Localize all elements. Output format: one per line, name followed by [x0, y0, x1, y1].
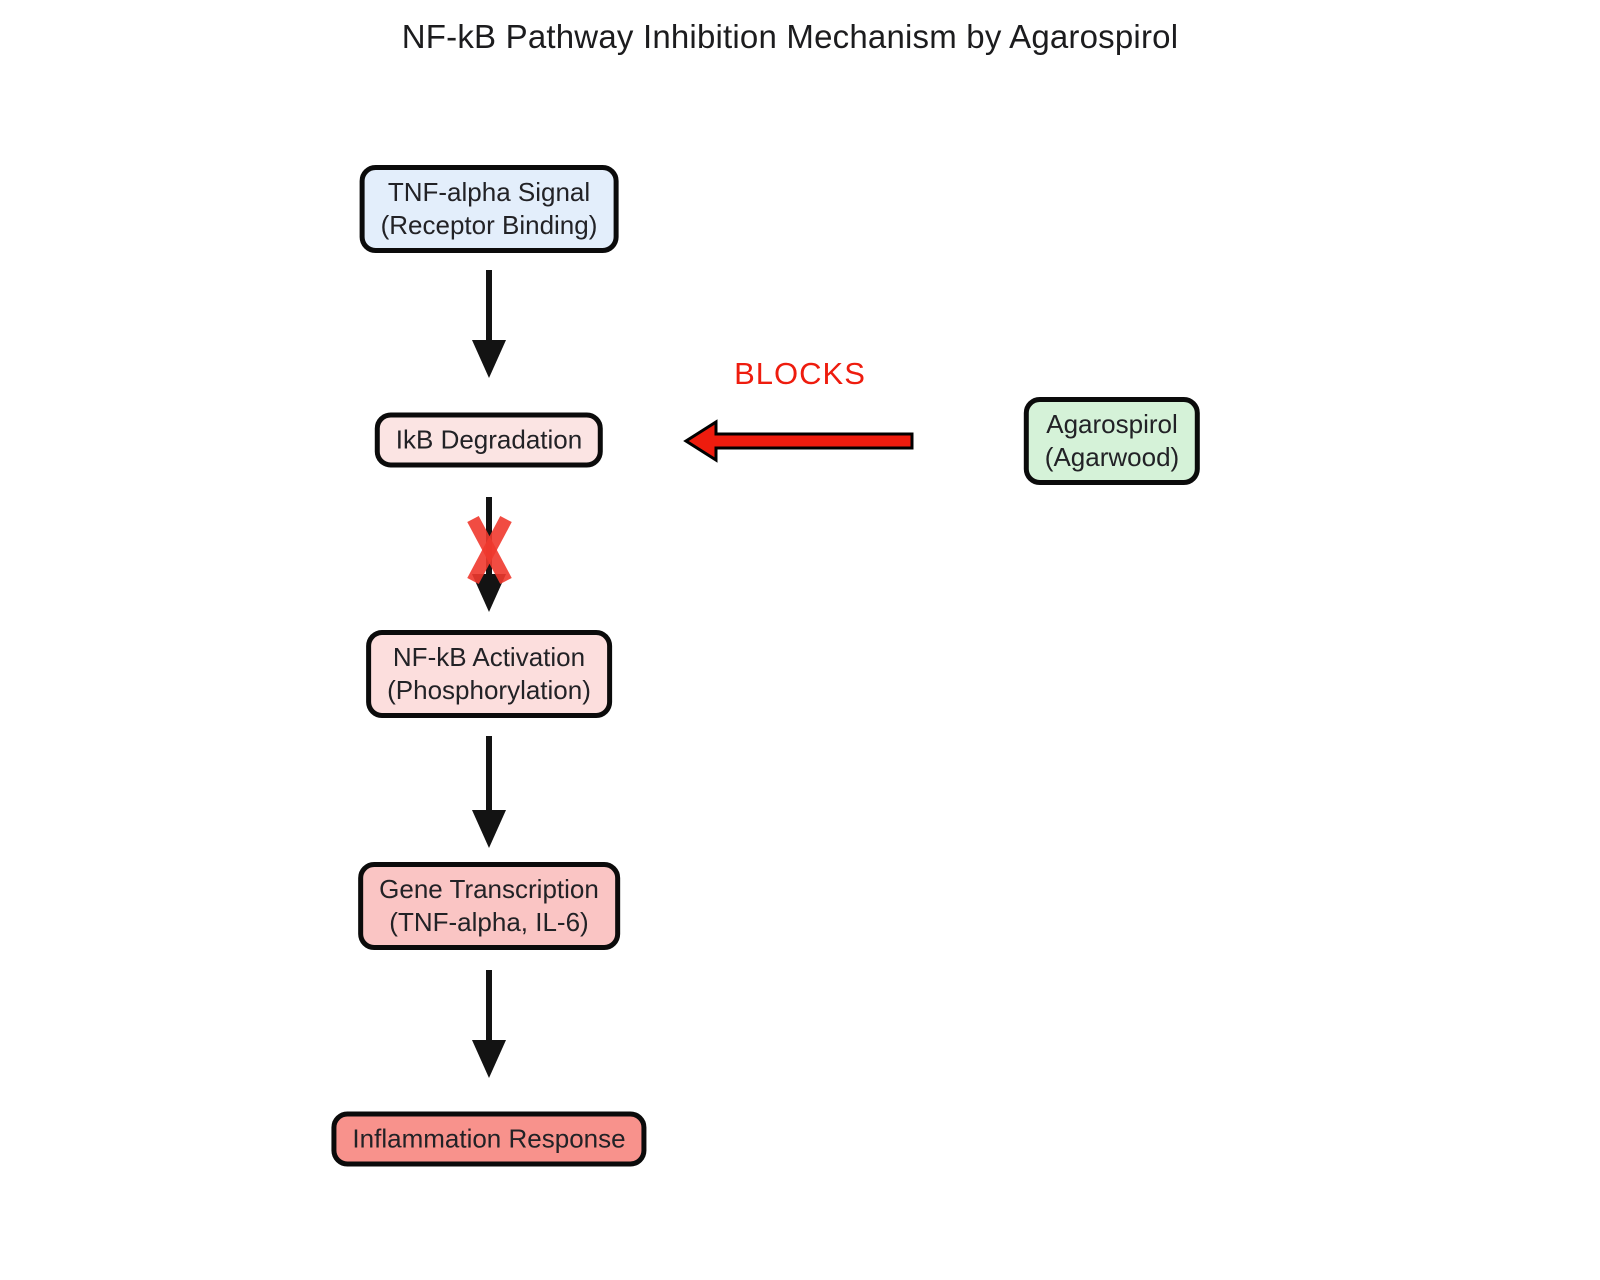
blocks-label: BLOCKS [734, 356, 866, 391]
blocks-arrow-icon [683, 419, 914, 463]
node-nfkb-activation: NF-kB Activation (Phosphorylation) [366, 630, 612, 718]
node-agarospirol: Agarospirol (Agarwood) [1023, 397, 1201, 485]
node-label-line: (Agarwood) [1044, 442, 1180, 472]
node-label-line: (Phosphorylation) [387, 675, 591, 705]
down-arrow-1-icon [472, 270, 506, 378]
red-x-icon [467, 515, 512, 585]
node-inflammation-response: Inflammation Response [331, 1111, 647, 1167]
node-tnf-alpha-signal: TNF-alpha Signal (Receptor Binding) [359, 165, 619, 253]
node-gene-transcription: Gene Transcription (TNF-alpha, IL-6) [358, 862, 620, 950]
node-label-line: Inflammation Response [352, 1123, 626, 1154]
node-ikb-degradation: IkB Degradation [374, 412, 604, 468]
node-label-line: Agarospirol [1046, 409, 1178, 439]
node-label-line: TNF-alpha Signal [387, 177, 591, 207]
diagram-title: NF-kB Pathway Inhibition Mechanism by Ag… [401, 18, 1179, 55]
node-label-line: NF-kB Activation [392, 642, 586, 672]
down-arrow-2-icon [472, 497, 506, 612]
node-label-line: (TNF-alpha, IL-6) [389, 907, 589, 937]
node-label-line: (Receptor Binding) [380, 210, 598, 240]
down-arrow-4-icon [472, 970, 506, 1078]
node-label-line: IkB Degradation [395, 424, 583, 455]
down-arrow-3-icon [472, 736, 506, 848]
node-label-line: Gene Transcription [379, 874, 599, 904]
